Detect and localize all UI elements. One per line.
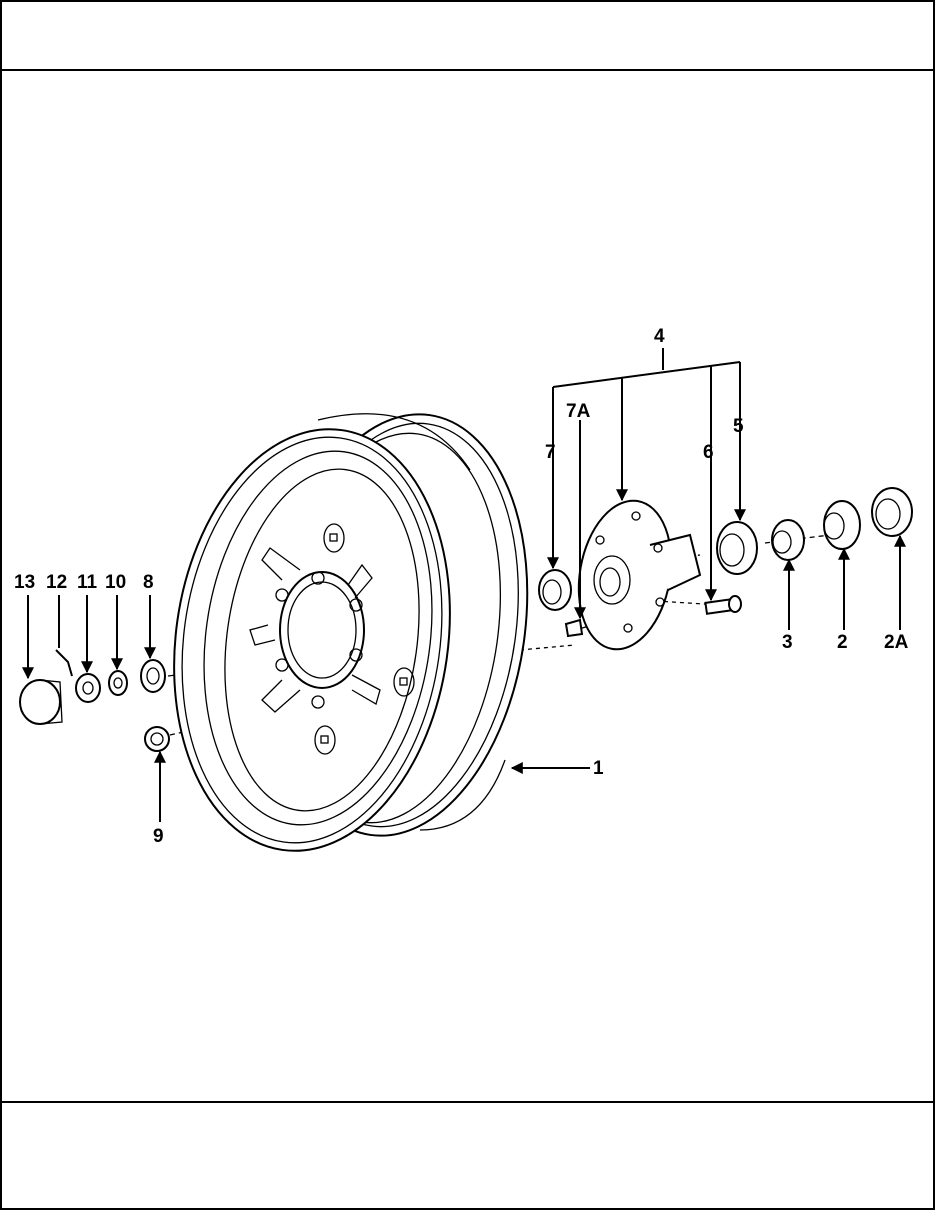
label-9: 9 xyxy=(153,826,164,847)
wheel-stud-part-6 xyxy=(704,595,742,615)
hub-cap-part-13 xyxy=(19,679,63,725)
label-7a: 7A xyxy=(566,401,591,422)
label-1: 1 xyxy=(593,758,604,779)
wheel-nut-part-9 xyxy=(144,726,170,752)
wheel-rim xyxy=(173,413,529,852)
label-13: 13 xyxy=(14,572,35,593)
seal-part-2a xyxy=(871,487,913,537)
label-2: 2 xyxy=(837,632,848,653)
label-6: 6 xyxy=(703,442,714,463)
washer-part-10 xyxy=(108,670,128,696)
cone-bearing-part-8 xyxy=(140,659,166,693)
label-12: 12 xyxy=(46,572,67,593)
part-labels: 4 7A 7 5 6 3 2 2A 1 9 13 12 11 10 8 xyxy=(14,326,909,847)
seal-part-2 xyxy=(823,500,861,550)
castle-nut-part-11 xyxy=(75,673,101,703)
cone-bearing-part-3 xyxy=(771,519,805,561)
grease-fitting-part-7a xyxy=(564,618,584,638)
bearing-cup-part-7 xyxy=(538,569,572,611)
bearing-cup-part-5 xyxy=(716,521,758,575)
label-11: 11 xyxy=(77,572,98,593)
label-8: 8 xyxy=(143,572,154,593)
hub-assembly xyxy=(577,499,702,651)
label-2a: 2A xyxy=(884,632,909,653)
label-7: 7 xyxy=(545,442,556,463)
label-4: 4 xyxy=(654,326,665,347)
label-10: 10 xyxy=(105,572,126,593)
label-5: 5 xyxy=(733,416,744,437)
cotter-pin-part-12 xyxy=(55,649,73,677)
label-3: 3 xyxy=(782,632,793,653)
leader-lines xyxy=(22,348,906,822)
